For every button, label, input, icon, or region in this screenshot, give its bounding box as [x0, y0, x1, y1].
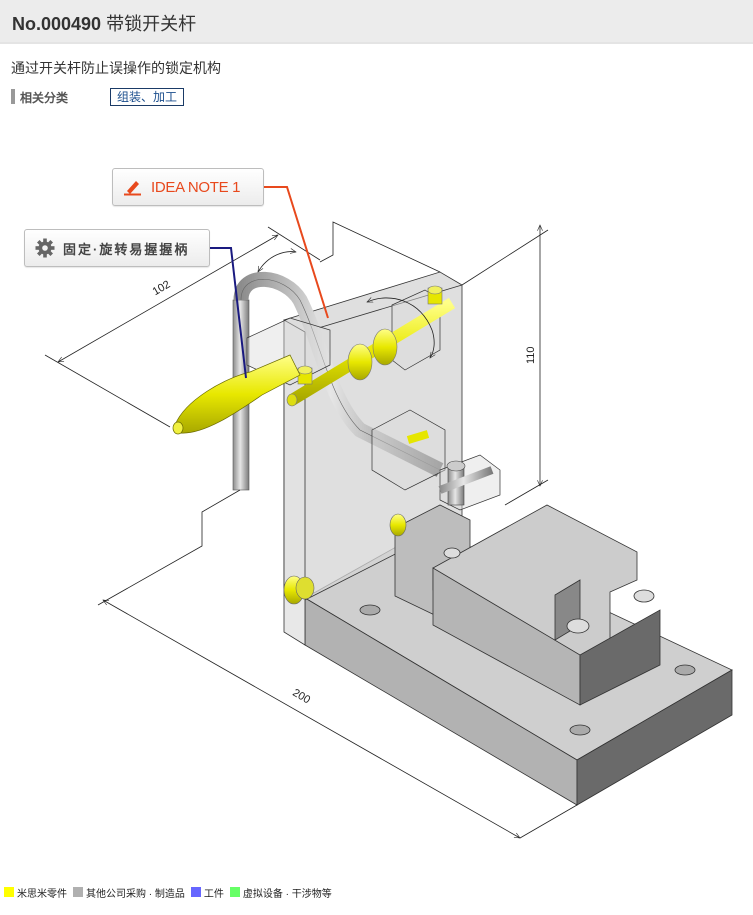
legend-swatch-misumi — [4, 887, 14, 897]
category-marker — [11, 89, 15, 104]
mechanism-illustration: 102 110 200 — [44, 186, 733, 875]
pencil-icon — [124, 181, 141, 196]
category-tag-link[interactable]: 组装、加工 — [110, 88, 185, 106]
item-number: No.000490 — [12, 14, 102, 34]
legend-swatch-virtual — [229, 887, 240, 897]
page-title: No.000490 带锁开关杆 — [12, 10, 196, 36]
idea-note-label: IDEA NOTE 1 — [151, 178, 241, 196]
yellow-bushings — [283, 513, 407, 605]
dim-200: 200 — [290, 687, 312, 707]
legend-label-other: 其他公司采购 · 制造品 — [86, 888, 185, 900]
handle-part-button[interactable]: 固定·旋转易握握柄 — [24, 229, 210, 267]
legend-label-misumi: 米思米零件 — [17, 888, 67, 900]
idea-note-leader — [264, 186, 329, 319]
dim-110: 110 — [525, 346, 537, 364]
handle-part-label: 固定·旋转易握握柄 — [63, 241, 190, 257]
lock-pin — [438, 460, 494, 506]
legend-label-workpiece: 工件 — [203, 888, 224, 900]
item-title: 带锁开关杆 — [106, 14, 197, 34]
gear-icon — [35, 238, 55, 258]
page-header: No.000490 带锁开关杆 — [0, 0, 753, 44]
idea-note-button[interactable]: IDEA NOTE 1 — [112, 168, 264, 206]
dimension-lines — [44, 221, 578, 838]
legend-swatch-workpiece — [190, 887, 201, 897]
yellow-grip — [172, 354, 301, 435]
handle-leader — [210, 247, 247, 379]
dim-102: 102 — [151, 278, 173, 298]
item-description: 通过开关杆防止误操作的锁定机构 — [11, 60, 221, 76]
legend-label-virtual: 虚拟设备 · 干涉物等 — [242, 888, 332, 900]
legend-swatch-other — [73, 887, 83, 897]
color-legend: 米思米零件 其他公司采购 · 制造品 工件 虚拟设备 · 干涉物等 — [4, 885, 338, 900]
category-label: 相关分类 — [20, 91, 69, 105]
